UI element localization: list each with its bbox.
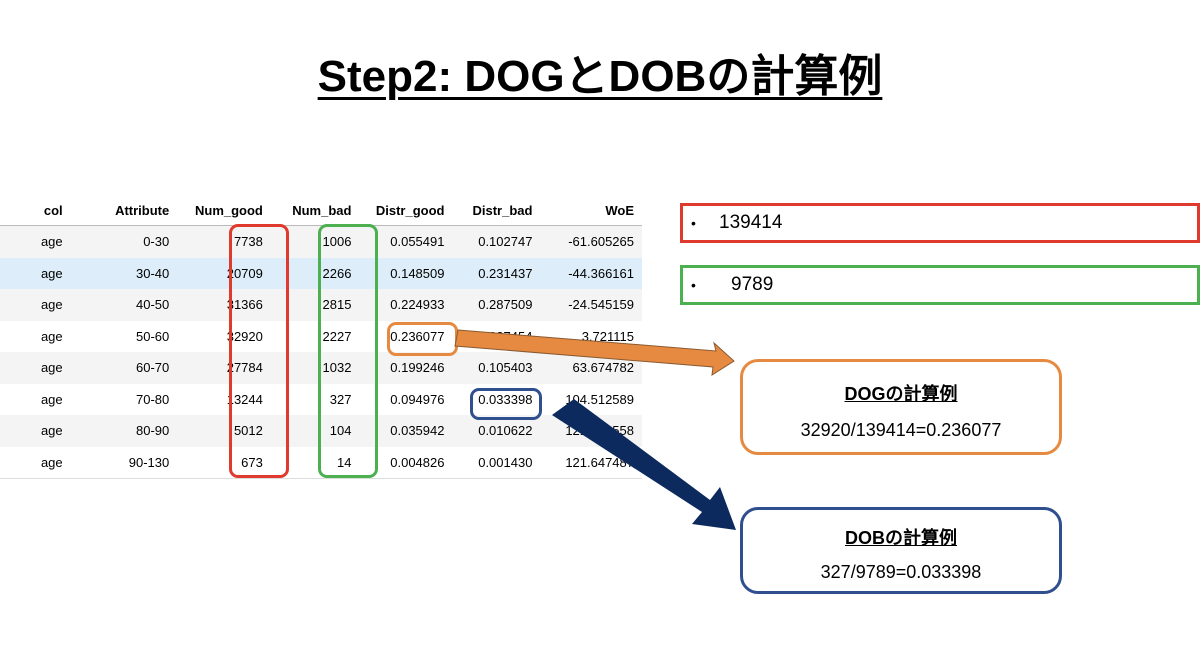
table-cell: 0-30 bbox=[70, 225, 178, 258]
table-cell: 2815 bbox=[270, 289, 360, 321]
dob-calc-title: DOBの計算例 bbox=[845, 528, 957, 548]
table-cell: 32920 bbox=[226, 328, 263, 344]
table-cell: 3.721115 bbox=[581, 328, 634, 344]
table-cell: 0.001430 bbox=[452, 446, 541, 479]
bullet: • bbox=[691, 215, 696, 231]
table-cell: 70-80 bbox=[135, 391, 170, 407]
table-cell: 5012 bbox=[177, 415, 271, 447]
dob-calc-formula: 327/9789=0.033398 bbox=[820, 562, 982, 582]
table-cell: 0.236077 bbox=[390, 328, 445, 344]
table-cell: -61.605265 bbox=[540, 225, 642, 258]
table-cell: 0.105403 bbox=[452, 352, 541, 384]
table-cell: age bbox=[40, 391, 63, 407]
table-cell: age bbox=[0, 352, 71, 384]
num-bad-highlight bbox=[318, 224, 378, 478]
table-cell: 40-50 bbox=[70, 289, 178, 321]
table-cell: 104.512589 bbox=[565, 391, 634, 407]
table-cell: 0.033398 bbox=[478, 391, 533, 407]
table-cell: 0.010622 bbox=[452, 415, 541, 447]
table-row: age 0-30 7738 1006 0.055491 0.102747 -61… bbox=[0, 225, 642, 258]
header-num-good: Num_good bbox=[177, 195, 271, 226]
table-cell: 1032 bbox=[270, 352, 360, 384]
table-cell: age bbox=[0, 257, 71, 289]
table-cell: 104 bbox=[270, 415, 360, 447]
table-cell: 63.674782 bbox=[540, 352, 642, 384]
table-cell: 60-70 bbox=[70, 352, 178, 384]
table-cell: age bbox=[0, 415, 71, 447]
table-cell: 0.287509 bbox=[452, 289, 541, 321]
header-distr-good: Distr_good bbox=[359, 195, 453, 226]
table-cell: 121.647487 bbox=[540, 446, 642, 479]
table-cell: 0.227454 bbox=[478, 328, 533, 344]
page-title: Step2: DOGとDOBの計算例 bbox=[317, 52, 883, 101]
table-cell: 31366 bbox=[177, 289, 271, 321]
table-cell: 121.898558 bbox=[540, 415, 642, 447]
bullet: • bbox=[691, 277, 696, 293]
table-cell: age bbox=[0, 289, 71, 321]
table-cell: 13244 bbox=[226, 391, 263, 407]
table-cell: 0.035942 bbox=[359, 415, 453, 447]
dog-calc-box: DOGの計算例 32920/139414=0.236077 bbox=[740, 359, 1062, 455]
table-cell: 0.148509 bbox=[359, 257, 453, 289]
table-cell: 50-60 bbox=[135, 328, 170, 344]
table-cell: 2227 bbox=[322, 328, 352, 344]
table-cell: 0.094976 bbox=[390, 391, 445, 407]
table-cell: 673 bbox=[177, 446, 271, 479]
table-cell: age bbox=[40, 328, 63, 344]
table-cell: -44.366161 bbox=[540, 257, 642, 289]
num-good-highlight bbox=[229, 224, 289, 478]
total-good-box: • 139414 bbox=[680, 203, 1200, 243]
table-cell: 30-40 bbox=[70, 257, 178, 289]
table-cell: 2266 bbox=[270, 257, 360, 289]
header-num-bad: Num_bad bbox=[270, 195, 360, 226]
header-woe: WoE bbox=[540, 195, 642, 226]
dog-calc-title: DOGの計算例 bbox=[844, 384, 958, 404]
dog-calc-formula: 32920/139414=0.236077 bbox=[800, 420, 1002, 440]
table-cell: 20709 bbox=[177, 257, 271, 289]
table-row: age 30-40 20709 2266 0.148509 0.231437 -… bbox=[0, 257, 642, 289]
table-cell: 0.102747 bbox=[452, 225, 541, 258]
header-col: col bbox=[0, 195, 71, 226]
distr-bad-cell-highlight bbox=[470, 388, 542, 420]
distr-good-cell-highlight bbox=[387, 322, 458, 356]
table-cell: -24.545159 bbox=[540, 289, 642, 321]
table-cell: 327 bbox=[329, 391, 352, 407]
table-cell: 0.199246 bbox=[359, 352, 453, 384]
header-distr-bad: Distr_bad bbox=[452, 195, 541, 226]
table-cell: 90-130 bbox=[70, 446, 178, 479]
table-header-row: col Attribute Num_good Num_bad Distr_goo… bbox=[0, 195, 642, 226]
table-cell: 7738 bbox=[177, 225, 271, 258]
header-attribute: Attribute bbox=[70, 195, 178, 226]
table-cell: 80-90 bbox=[70, 415, 178, 447]
dob-calc-box: DOBの計算例 327/9789=0.033398 bbox=[740, 507, 1062, 594]
table-cell: 0.224933 bbox=[359, 289, 453, 321]
table-row: age 40-50 31366 2815 0.224933 0.287509 -… bbox=[0, 289, 642, 321]
table-cell: age bbox=[0, 225, 71, 258]
table-cell: age bbox=[0, 446, 71, 479]
table-cell: 0.231437 bbox=[452, 257, 541, 289]
total-bad-box: • 9789 bbox=[680, 265, 1200, 305]
total-good-value: 139414 bbox=[719, 212, 783, 233]
table-cell: 27784 bbox=[177, 352, 271, 384]
total-bad-value: 9789 bbox=[731, 274, 774, 295]
